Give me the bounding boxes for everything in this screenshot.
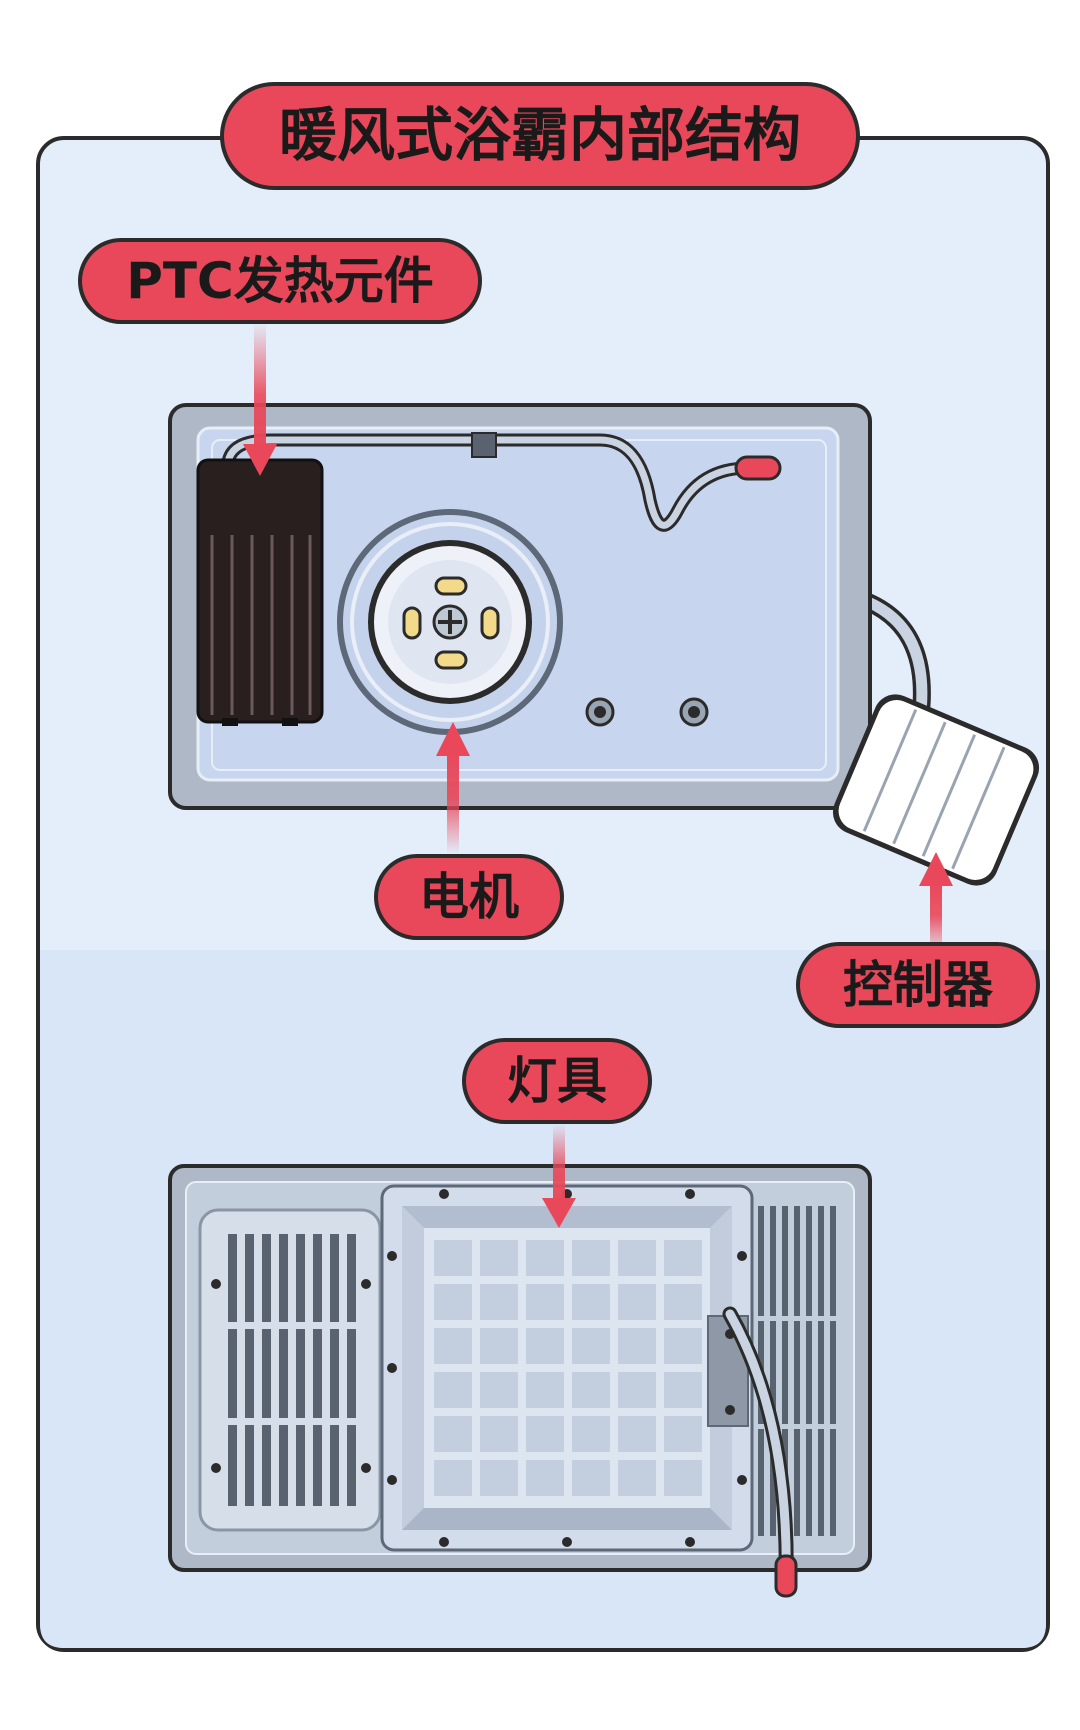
arrow-ptc	[243, 322, 277, 476]
lamp-grid-cell	[480, 1284, 518, 1320]
label-motor-text: 电机	[419, 868, 519, 926]
lamp-grid-cell	[572, 1284, 610, 1320]
heater-unit	[168, 403, 931, 810]
lamp-grid-cell	[664, 1416, 702, 1452]
lamp-cable	[722, 1306, 798, 1598]
label-lamp-text: 灯具	[507, 1052, 607, 1110]
lamp-grid-cell	[572, 1372, 610, 1408]
arrow-controller	[919, 852, 953, 956]
lamp-grid-cell	[572, 1460, 610, 1496]
lamp-grid-cell	[618, 1460, 656, 1496]
lamp-grid-cell	[618, 1372, 656, 1408]
label-controller-text: 控制器	[843, 956, 994, 1014]
lamp-grid-cell	[434, 1372, 472, 1408]
lamp	[380, 1184, 754, 1552]
lamp-grid-cell	[664, 1328, 702, 1364]
lamp-grid-cell	[618, 1328, 656, 1364]
lamp-grid-cell	[618, 1416, 656, 1452]
lamp-grid-cell	[434, 1416, 472, 1452]
lamp-grid-cell	[434, 1240, 472, 1276]
lamp-grid-cell	[618, 1240, 656, 1276]
lamp-grid-cell	[618, 1284, 656, 1320]
title-badge: 暖风式浴霸内部结构	[220, 82, 860, 190]
lamp-grid-cell	[480, 1416, 518, 1452]
lamp-grid-cell	[480, 1460, 518, 1496]
diagram-title: 暖风式浴霸内部结构	[279, 101, 801, 169]
lamp-grid-cell	[664, 1372, 702, 1408]
lamp-grid-cell	[480, 1372, 518, 1408]
controller-box	[832, 694, 1040, 886]
label-ptc-heater: PTC发热元件	[78, 238, 482, 324]
lamp-grid-cell	[434, 1328, 472, 1364]
lamp-grid-cell	[664, 1240, 702, 1276]
lamp-grid-cell	[664, 1460, 702, 1496]
mounting-holes	[585, 697, 709, 727]
label-lamp: 灯具	[462, 1038, 652, 1124]
arrow-lamp	[542, 1124, 576, 1228]
lamp-grid-cell	[526, 1328, 564, 1364]
air-vent-left	[198, 1208, 382, 1532]
lamp-grid-cell	[434, 1460, 472, 1496]
lamp-grid-cell	[572, 1328, 610, 1364]
ptc-heater-element	[196, 458, 324, 726]
label-motor: 电机	[374, 854, 564, 940]
label-controller: 控制器	[796, 942, 1040, 1028]
lamp-grid-cell	[526, 1460, 564, 1496]
lamp-grid-cell	[664, 1284, 702, 1320]
lamp-grid-cell	[480, 1328, 518, 1364]
lamp-grid-cell	[480, 1240, 518, 1276]
lamp-grid-cell	[526, 1372, 564, 1408]
lamp-grid-cell	[572, 1416, 610, 1452]
lamp-grid-cell	[526, 1416, 564, 1452]
lamp-grid-cell	[572, 1240, 610, 1276]
lamp-grid	[434, 1240, 702, 1496]
label-ptc-text: PTC发热元件	[126, 252, 433, 310]
lamp-grid-cell	[434, 1284, 472, 1320]
arrow-motor	[436, 722, 470, 854]
lamp-panel-unit	[168, 1164, 872, 1598]
lamp-grid-cell	[526, 1284, 564, 1320]
motor	[337, 509, 563, 735]
lamp-grid-cell	[526, 1240, 564, 1276]
